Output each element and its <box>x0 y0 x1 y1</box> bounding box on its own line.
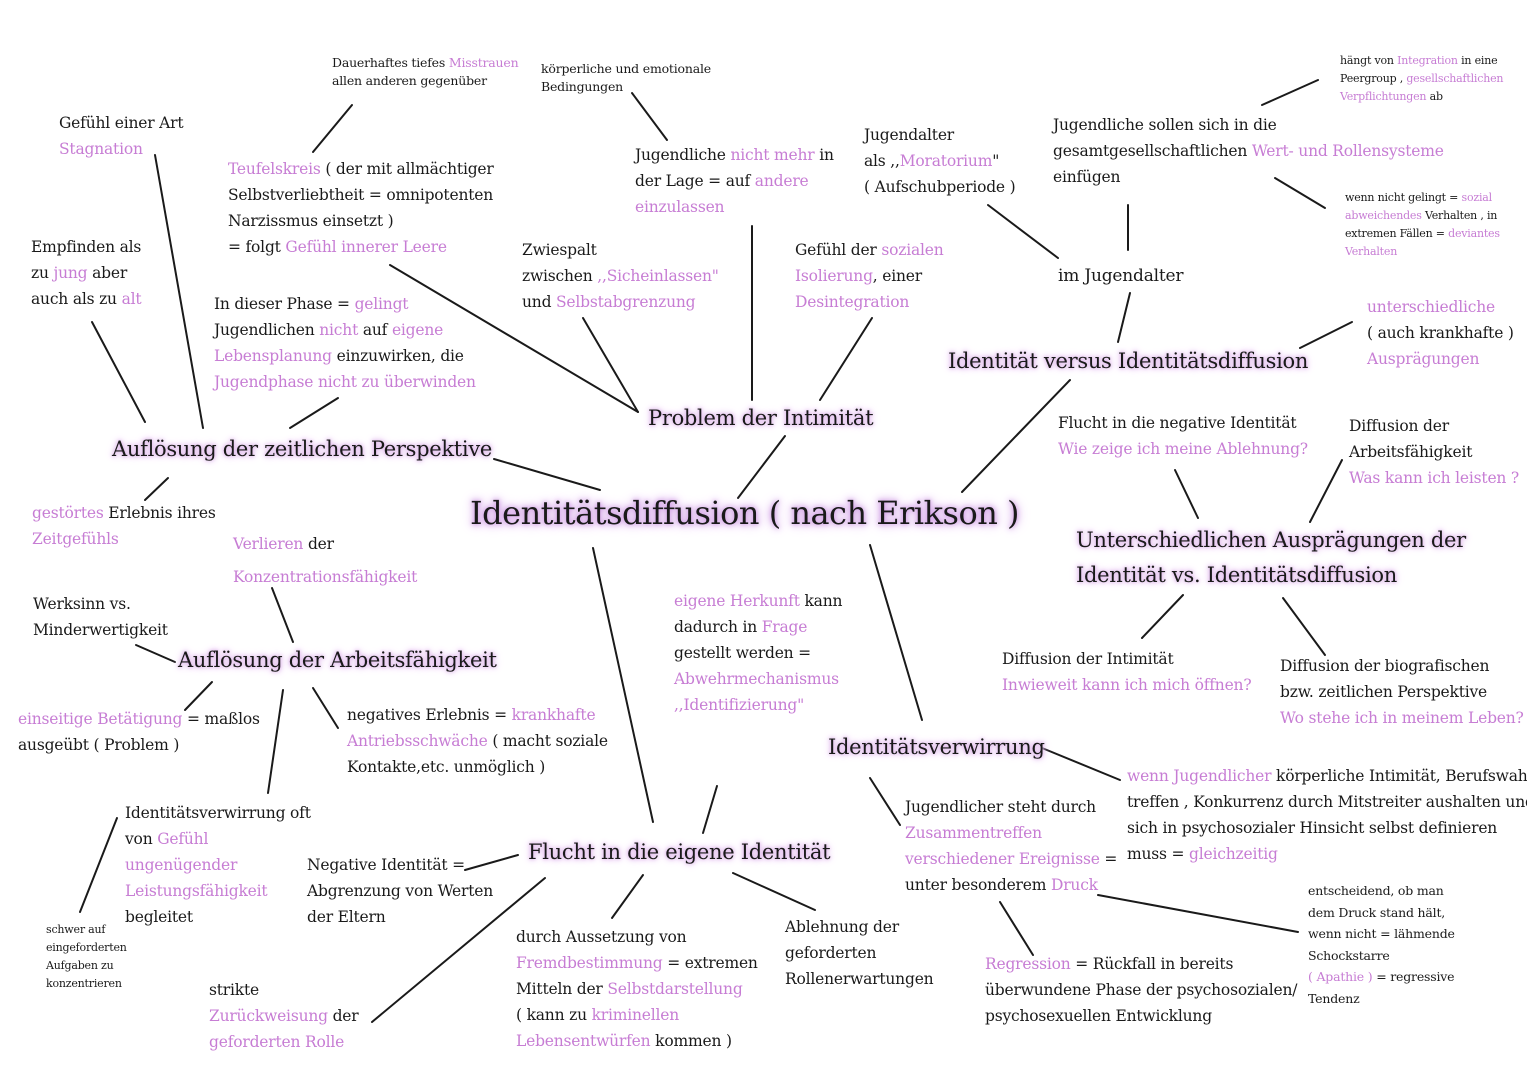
connector <box>312 687 339 729</box>
connector <box>869 777 901 826</box>
connector <box>371 877 546 1023</box>
connector <box>289 397 339 429</box>
heading-flucht-eigene: Flucht in die eigene Identität <box>528 840 831 864</box>
note-zeitgefuehl: gestörtes Erlebnis ihres Zeitgefühls <box>32 504 216 548</box>
note-koerperliche-bedingungen: körperliche und emotionale Bedingungen <box>541 61 711 94</box>
note-stagnation: Gefühl einer Art Stagnation <box>59 114 184 158</box>
note-einfuegen: Jugendliche sollen sich in die gesamtges… <box>1053 116 1444 186</box>
heading-problem-intimitaet: Problem der Intimität <box>648 406 874 430</box>
note-diffusion-intimitaet: Diffusion der Intimität Inwieweit kann i… <box>1002 650 1252 694</box>
connector <box>1282 597 1326 656</box>
note-einseitige-betaetigung: einseitige Betätigung = maßlos ausgeübt … <box>18 710 260 754</box>
note-teufelskreis: Teufelskreis ( der mit allmächtiger Selb… <box>228 160 494 256</box>
connector <box>135 644 176 663</box>
connector <box>1309 459 1343 523</box>
connector <box>999 901 1034 956</box>
connector <box>869 544 923 721</box>
connector <box>1141 594 1184 639</box>
connector <box>184 681 213 711</box>
note-werksinn: Werksinn vs. Minderwertigkeit <box>33 595 168 639</box>
note-druck: Jugendlicher steht durch Zusammentreffen… <box>905 798 1118 894</box>
note-zwiespalt: Zwiespalt zwischen ,,Sicheinlassen" und … <box>522 241 719 311</box>
center-topic: Identitätsdiffusion ( nach Erikson ) <box>470 494 1019 532</box>
note-isolierung: Gefühl der sozialen Isolierung, einer De… <box>795 241 944 311</box>
note-krankhafte-auspraegungen: unterschiedliche ( auch krankhafte ) Aus… <box>1367 298 1514 368</box>
connector <box>582 317 639 413</box>
connector <box>732 872 816 911</box>
note-strikte-zurueckweisung: strikte Zurückweisung der geforderten Ro… <box>209 981 359 1051</box>
connector <box>819 317 873 401</box>
connector <box>312 104 353 153</box>
connector <box>987 204 1059 259</box>
heading-aufloesung-arbeit: Auflösung der Arbeitsfähigkeit <box>178 648 497 672</box>
connector <box>631 92 668 141</box>
heading-identitaet-versus: Identität versus Identitätsdiffusion <box>948 349 1309 373</box>
connector <box>154 154 204 429</box>
connector <box>1097 894 1299 933</box>
connector <box>1299 321 1353 349</box>
note-misstrauen: Dauerhaftes tiefes Misstrauen allen ande… <box>332 55 519 88</box>
heading-auspraegungen-1: Unterschiedlichen Ausprägungen der <box>1076 528 1466 552</box>
note-leistungsfaehigkeit: Identitätsverwirrung oft von Gefühl unge… <box>125 804 311 926</box>
heading-aufloesung-zeit: Auflösung der zeitlichen Perspektive <box>112 437 493 461</box>
connector <box>91 321 146 423</box>
note-moratorium: Jugendalter als ,,Moratorium" ( Aufschub… <box>864 126 1016 196</box>
note-regression: Regression = Rückfall in bereits überwun… <box>985 955 1298 1025</box>
note-herkunft: eigene Herkunft kann dadurch in Frage ge… <box>674 592 843 714</box>
note-ablehnung: Ablehnung der geforderten Rollenerwartun… <box>785 918 934 988</box>
heading-identitaetsverwirrung: Identitätsverwirrung <box>828 735 1045 759</box>
connector <box>592 547 654 823</box>
connector <box>1261 79 1319 106</box>
connector <box>1174 469 1199 519</box>
note-fremdbestimmung: durch Aussetzung von Fremdbestimmung = e… <box>516 928 758 1050</box>
note-wenn-jugendlicher: wenn Jugendlicher körperliche Intimität,… <box>1127 767 1527 863</box>
note-nicht-in-der-lage: Jugendliche nicht mehr in der Lage = auf… <box>635 146 834 216</box>
note-in-dieser-phase: In dieser Phase = gelingt Jugendlichen n… <box>214 295 476 391</box>
note-peergroup: hängt von Integration in eine Peergroup … <box>1340 54 1504 103</box>
connector <box>1274 177 1326 209</box>
note-konzentrationsfaehigkeit: Verlieren der Konzentrationsfähigkeit <box>233 535 418 586</box>
note-diffusion-arbeitsfaehigkeit: Diffusion der Arbeitsfähigkeit Was kann … <box>1349 417 1520 487</box>
connector <box>144 477 169 501</box>
connector <box>1041 747 1121 781</box>
connector <box>464 854 519 871</box>
note-negative-identitaet: Flucht in die negative Identität Wie zei… <box>1058 414 1308 458</box>
connector <box>611 874 644 919</box>
note-antriebsschwaeche: negatives Erlebnis = krankhafte Antriebs… <box>347 706 608 776</box>
connector <box>271 587 294 643</box>
connector <box>493 458 601 491</box>
note-schwer-konzentrieren: schwer auf eingeforderten Aufgaben zu ko… <box>46 923 127 990</box>
connector <box>702 785 718 834</box>
connector <box>1117 292 1131 343</box>
connector <box>79 817 118 913</box>
connector <box>267 689 284 794</box>
connector <box>389 264 639 413</box>
note-negative-identitaet-eltern: Negative Identität = Abgrenzung von Wert… <box>307 856 494 926</box>
heading-auspraegungen-2: Identität vs. Identitätsdiffusion <box>1076 563 1397 587</box>
note-jung-alt: Empfinden als zu jung aber auch als zu a… <box>31 238 142 308</box>
note-im-jugendalter: im Jugendalter <box>1058 266 1184 286</box>
note-sozial-abweichend: wenn nicht gelingt = sozial abweichendes… <box>1345 191 1500 258</box>
note-schockstarre: entscheidend, ob man dem Druck stand häl… <box>1308 883 1455 1006</box>
connector <box>737 435 786 499</box>
note-diffusion-biografisch: Diffusion der biografischen bzw. zeitlic… <box>1280 657 1524 727</box>
connector <box>961 379 1071 493</box>
